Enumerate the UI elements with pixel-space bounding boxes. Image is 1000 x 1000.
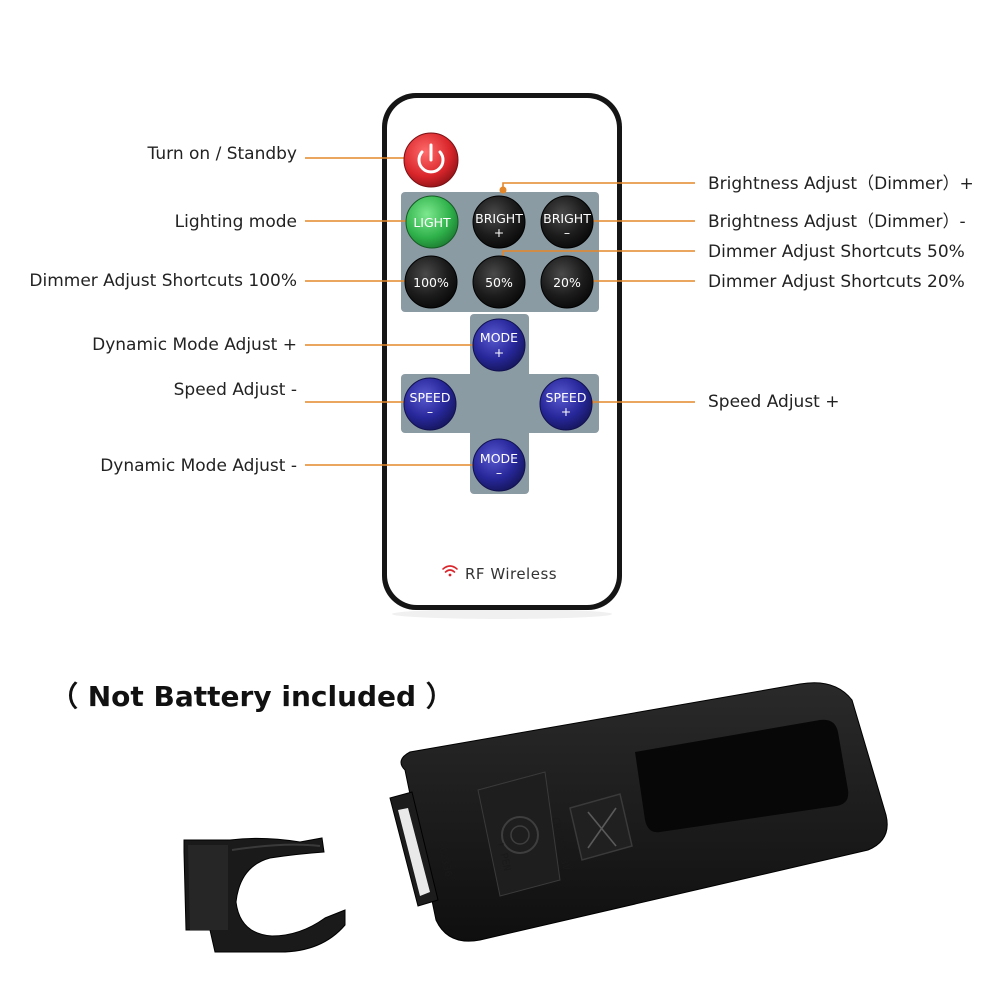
battery-icon [501, 816, 539, 854]
left-labels: Turn on / Standby Lighting mode Dimmer A… [29, 144, 297, 476]
dimmer-100-label: 100% [413, 275, 449, 290]
label-dimmer-20: Dimmer Adjust Shortcuts 20% [708, 272, 965, 292]
battery-note: （ Not Battery included ） [50, 680, 454, 713]
dimmer-20-button[interactable]: 20% [540, 255, 594, 309]
speed-plus-label: SPEED [546, 390, 587, 405]
label-speed-plus: Speed Adjust + [708, 392, 839, 412]
recycle-cross-icon [587, 807, 617, 849]
light-button-label: LIGHT [413, 215, 451, 230]
label-mode-plus: Dynamic Mode Adjust + [92, 335, 297, 355]
bright-minus-sign: – [564, 225, 570, 240]
mode-minus-button[interactable]: MODE – [472, 438, 526, 492]
remote-back: CR2032 3V ↑ PEN 162336 [389, 682, 888, 942]
speed-plus-sign: + [561, 404, 571, 419]
label-bright-plus: Brightness Adjust（Dimmer）+ [708, 174, 974, 194]
wifi-icon [442, 565, 458, 577]
dimmer-50-button[interactable]: 50% [472, 255, 526, 309]
right-labels: Brightness Adjust（Dimmer）+ Brightness Ad… [708, 174, 974, 412]
mode-plus-label: MODE [480, 330, 518, 345]
mode-plus-button[interactable]: MODE + [472, 318, 526, 372]
bright-plus-label: BRIGHT [475, 211, 523, 226]
speed-minus-sign: – [427, 404, 433, 419]
rf-footer: RF Wireless [442, 565, 557, 583]
bright-minus-label: BRIGHT [543, 211, 591, 226]
label-lighting-mode: Lighting mode [175, 212, 297, 232]
bright-plus-button[interactable]: BRIGHT + [472, 195, 526, 249]
dimmer-100-button[interactable]: 100% [404, 255, 458, 309]
light-button[interactable]: LIGHT [405, 195, 459, 249]
speed-minus-label: SPEED [410, 390, 451, 405]
dimmer-20-label: 20% [553, 275, 581, 290]
battery-clip [183, 837, 346, 953]
label-bright-minus: Brightness Adjust（Dimmer）- [708, 212, 966, 232]
label-dimmer-100: Dimmer Adjust Shortcuts 100% [29, 271, 297, 291]
mode-minus-label: MODE [480, 451, 518, 466]
dimmer-50-label: 50% [485, 275, 513, 290]
bright-minus-button[interactable]: BRIGHT – [540, 195, 594, 249]
mode-minus-sign: – [496, 465, 502, 480]
label-dimmer-50: Dimmer Adjust Shortcuts 50% [708, 242, 965, 262]
speed-minus-button[interactable]: SPEED – [403, 377, 457, 431]
power-button[interactable] [403, 132, 459, 188]
mode-plus-sign: + [494, 345, 504, 360]
label-speed-minus: Speed Adjust - [174, 380, 297, 400]
rf-wireless-label: RF Wireless [465, 565, 557, 583]
bright-plus-sign: + [494, 225, 504, 240]
label-turn-on: Turn on / Standby [147, 144, 297, 164]
speed-plus-button[interactable]: SPEED + [539, 377, 593, 431]
power-icon [417, 143, 445, 174]
label-mode-minus: Dynamic Mode Adjust - [100, 456, 297, 476]
